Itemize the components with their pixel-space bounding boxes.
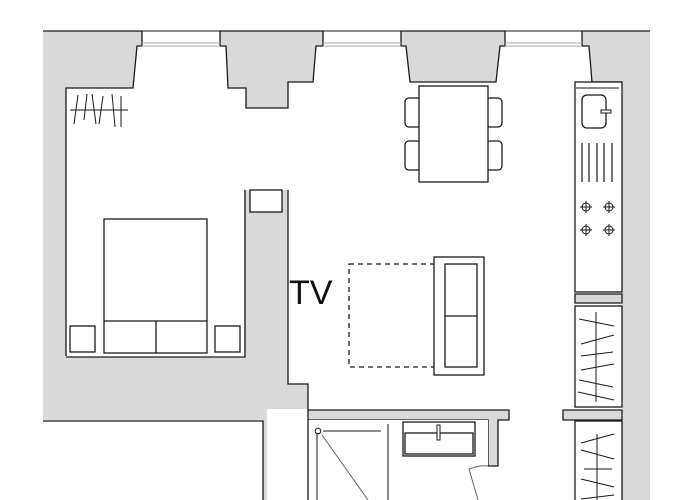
wardrobe-lower (574, 420, 623, 500)
dining-table (418, 85, 489, 183)
drainboard-icon (581, 143, 613, 182)
kitchen-counter (574, 81, 623, 293)
tv-label: TV (289, 274, 333, 312)
dining-set (404, 85, 503, 183)
wall-pier-1 (219, 30, 324, 109)
shower-head-icon (314, 427, 322, 435)
washbasin-icon (402, 421, 476, 457)
wall-pier-2 (400, 30, 506, 83)
door-swing-icon (468, 465, 489, 470)
nightstand-right (214, 325, 241, 353)
cooktop-icon (580, 201, 615, 236)
wall-left (43, 31, 245, 419)
windows (142, 42, 582, 47)
shower (314, 424, 389, 500)
nightstand-left (69, 325, 96, 353)
wardrobe-hangers-icon (70, 93, 128, 128)
wardrobe-upper (574, 305, 623, 408)
sofa-bed (348, 256, 485, 376)
tv-cabinet (249, 189, 283, 213)
wall-partition (43, 190, 308, 500)
bathroom-fixtures (307, 420, 489, 500)
wall-right (582, 31, 650, 500)
bedroom-furniture (69, 189, 283, 354)
